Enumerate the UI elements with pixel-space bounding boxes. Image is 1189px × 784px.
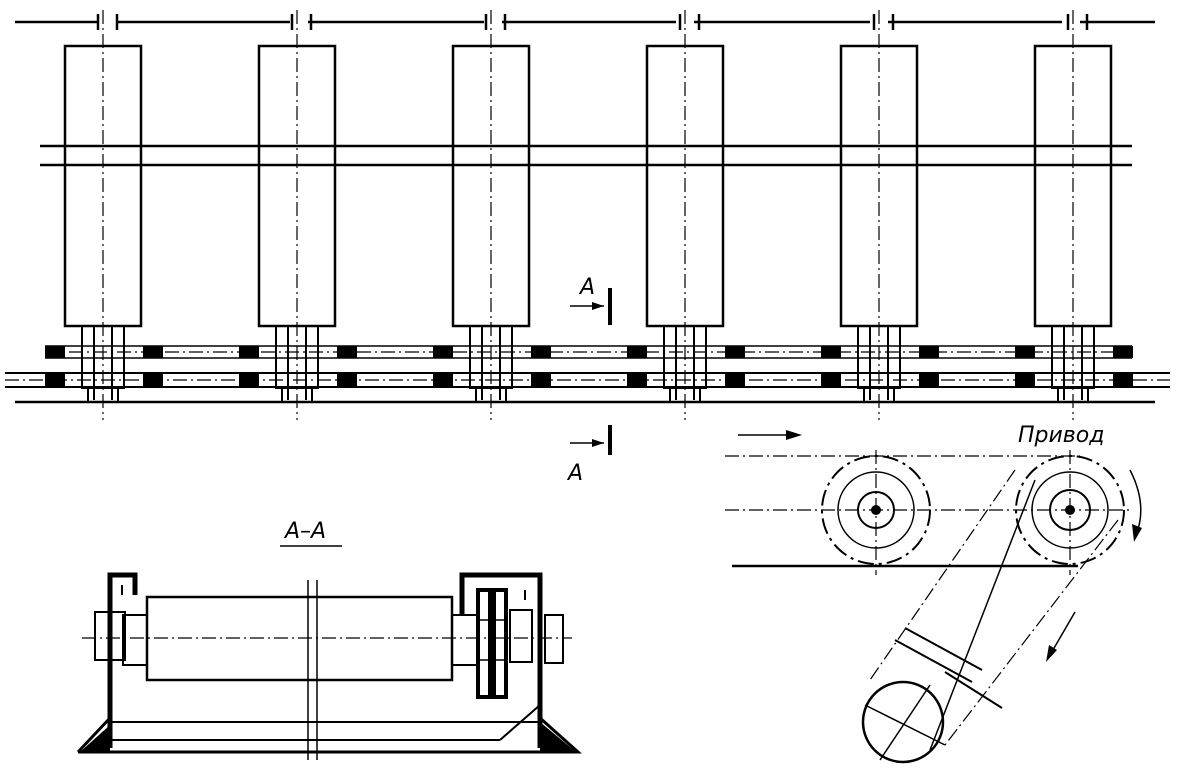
section-sprocket-2 [492,588,508,699]
section-view: A–A [76,519,582,760]
left-sprocket-circle [821,450,931,575]
section-letter-bottom: A [566,461,583,486]
return-arrow-icon [1046,645,1057,662]
section-title: A–A [283,519,326,544]
sprocket [45,346,65,358]
rotation-arrow-icon [1132,524,1142,542]
drive-label: Привод [1018,423,1104,448]
section-letter-top: A [578,275,595,300]
drive-sprocket-circle [1015,450,1125,575]
plan-view: A A [5,10,1170,486]
roller-unit-4 [627,10,745,420]
section-base [76,716,582,754]
roller-unit-3 [433,10,551,420]
drive-schematic: Привод [725,423,1142,764]
section-marker-top: A [570,275,612,325]
frame-rails [15,144,1155,404]
direction-arrow-icon [786,430,802,440]
chain-lines [5,345,1170,388]
section-marker-bottom: A [566,425,612,486]
roller-unit-2 [239,10,357,420]
motor-circle [861,680,946,764]
left-bracket [107,572,138,748]
roller-unit-1 [45,10,163,420]
roller-unit-6 [1015,10,1133,420]
section-sprocket-1 [476,588,492,699]
roller-unit-5 [821,10,939,420]
right-bracket [459,572,543,748]
